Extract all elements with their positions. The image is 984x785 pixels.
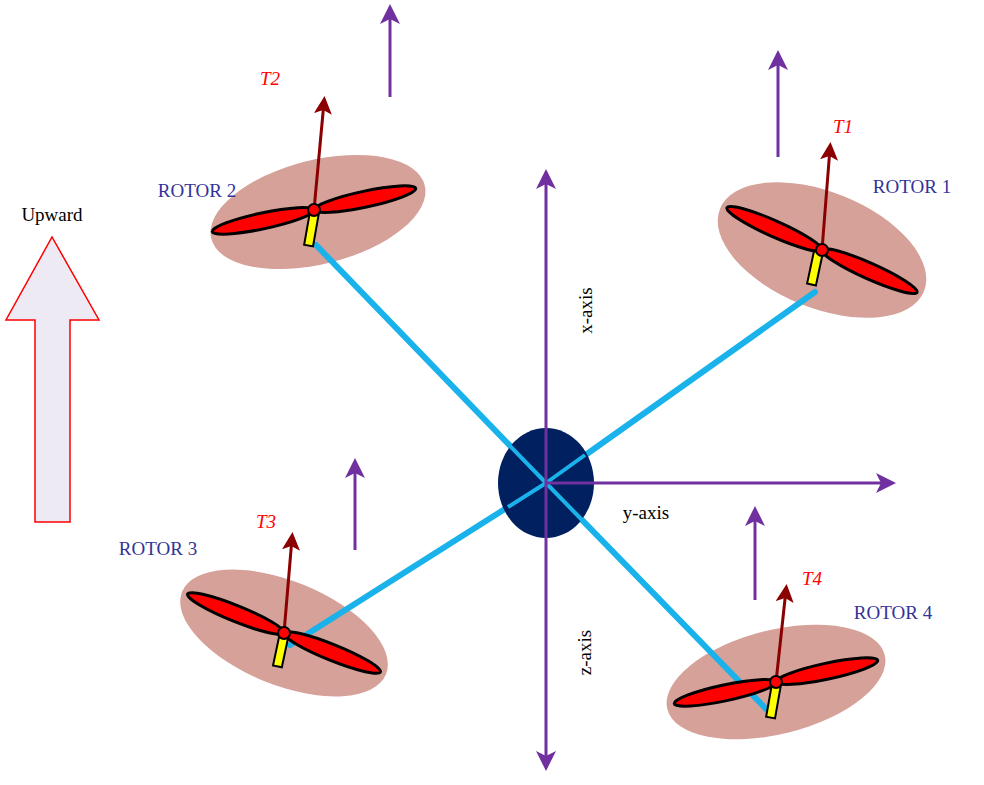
rotor-assembly	[211, 102, 418, 246]
rotor-label: ROTOR 3	[119, 539, 197, 558]
thrust-label: T4	[802, 569, 822, 588]
direction-label: Upward	[21, 205, 82, 224]
rotor-label: ROTOR 4	[854, 603, 932, 622]
vertical-force-arrow	[355, 10, 778, 600]
axis-label: y-axis	[623, 503, 669, 522]
thrust-label: T1	[833, 117, 853, 136]
rotor-assembly	[185, 538, 384, 679]
axes-over-hub	[546, 428, 594, 538]
thrust-label: T2	[260, 69, 280, 88]
center-hub	[498, 428, 594, 538]
rotor-assembly	[724, 148, 921, 300]
thrust-label: T3	[256, 512, 276, 531]
axis-label: x-axis	[576, 287, 595, 333]
rotor-label: ROTOR 2	[158, 181, 236, 200]
upward-arrow	[6, 237, 99, 522]
rotor-disk	[163, 544, 406, 723]
frame-arms	[290, 245, 815, 715]
axis-label: z-axis	[576, 629, 595, 674]
rotor-label: ROTOR 1	[873, 177, 951, 196]
rotor-assembly	[673, 590, 880, 718]
